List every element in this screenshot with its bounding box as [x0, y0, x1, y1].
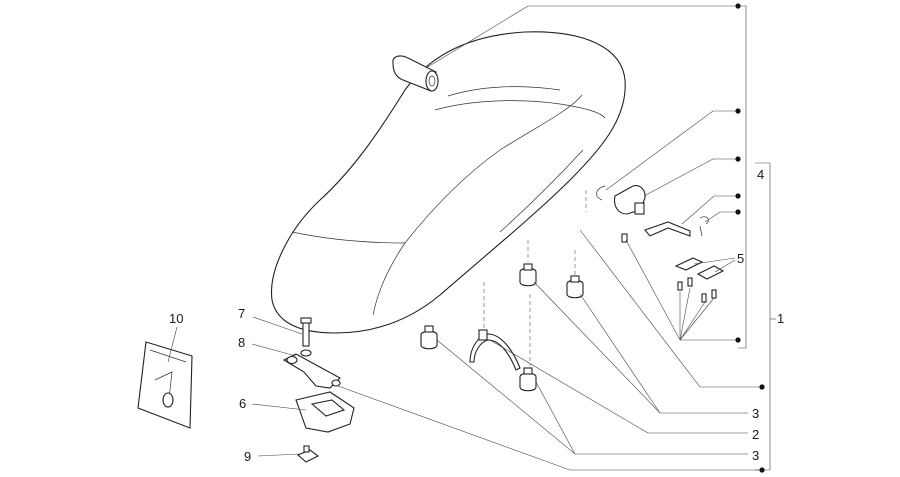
callout-6: 6 — [239, 396, 246, 411]
callout-3-lower: 3 — [752, 448, 759, 463]
tool-pouch — [137, 341, 193, 429]
latch-parts — [596, 185, 725, 303]
rubber-buffers — [420, 263, 584, 392]
seat-strap — [469, 329, 521, 371]
terminal-dots — [735, 3, 765, 473]
callout-1: 1 — [777, 311, 784, 326]
callout-labels: 10 7 8 6 9 4 5 1 3 2 3 — [169, 167, 784, 464]
tray — [295, 391, 355, 433]
seat-assembly — [270, 31, 626, 334]
leader-lines — [167, 5, 776, 471]
callout-2: 2 — [752, 427, 759, 442]
lock-cylinder — [392, 55, 439, 92]
callout-9: 9 — [244, 449, 251, 464]
callout-3-upper: 3 — [752, 406, 759, 421]
callout-10: 10 — [169, 311, 183, 326]
callout-7: 7 — [238, 306, 245, 321]
callout-4: 4 — [757, 167, 764, 182]
clip — [296, 445, 320, 463]
pin — [300, 317, 312, 357]
hinge — [282, 353, 341, 389]
hidden-lines — [483, 190, 587, 366]
callout-5: 5 — [737, 251, 744, 266]
callout-8: 8 — [238, 335, 245, 350]
